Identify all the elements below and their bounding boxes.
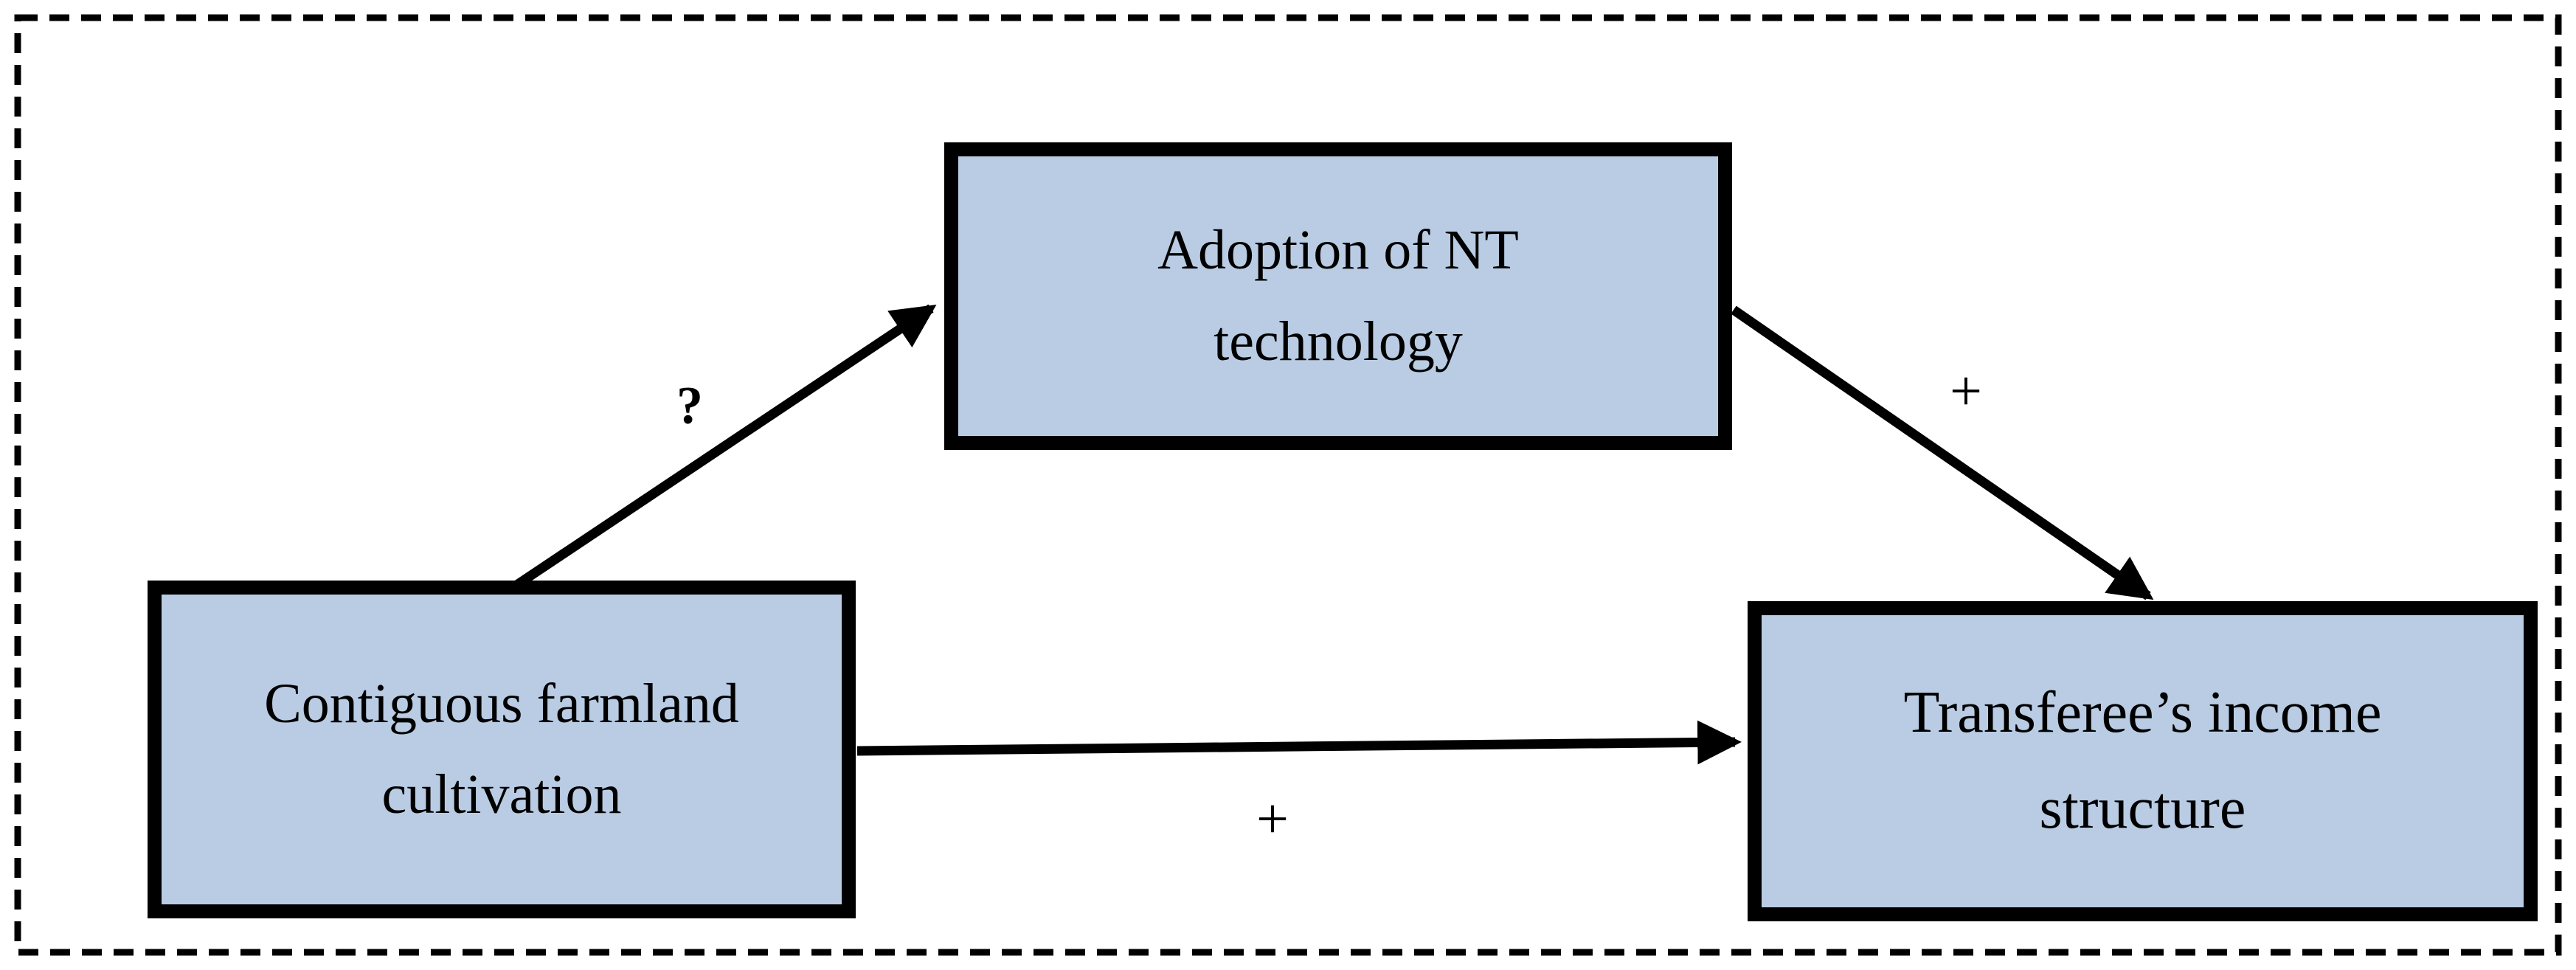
edge-label-question-mark: ? (676, 375, 703, 435)
node-transferees-income-structure: Transferee’s income structure (1748, 601, 2538, 921)
node-outcome-line1: Transferee’s income (1903, 680, 2382, 746)
node-mediator-line2: technology (1213, 310, 1463, 373)
dashed-frame-border (14, 14, 2562, 956)
node-mediator-line1: Adoption of NT (1157, 219, 1519, 282)
node-contiguous-farmland-cultivation: Contiguous farmland cultivation (148, 581, 856, 918)
edge-label-plus-source-outcome: + (1256, 786, 1289, 851)
node-source-line1: Contiguous farmland (264, 672, 739, 735)
arrow-mediator-to-outcome (1731, 305, 2154, 600)
node-outcome-line2: structure (2039, 776, 2246, 841)
arrow-source-to-mediator (506, 304, 937, 595)
edge-label-plus-mediator-outcome: + (1950, 358, 1982, 423)
node-adoption-of-nt-technology: Adoption of NT technology (944, 142, 1732, 450)
arrow-source-to-outcome (856, 720, 1742, 765)
node-source-line2: cultivation (381, 763, 622, 825)
